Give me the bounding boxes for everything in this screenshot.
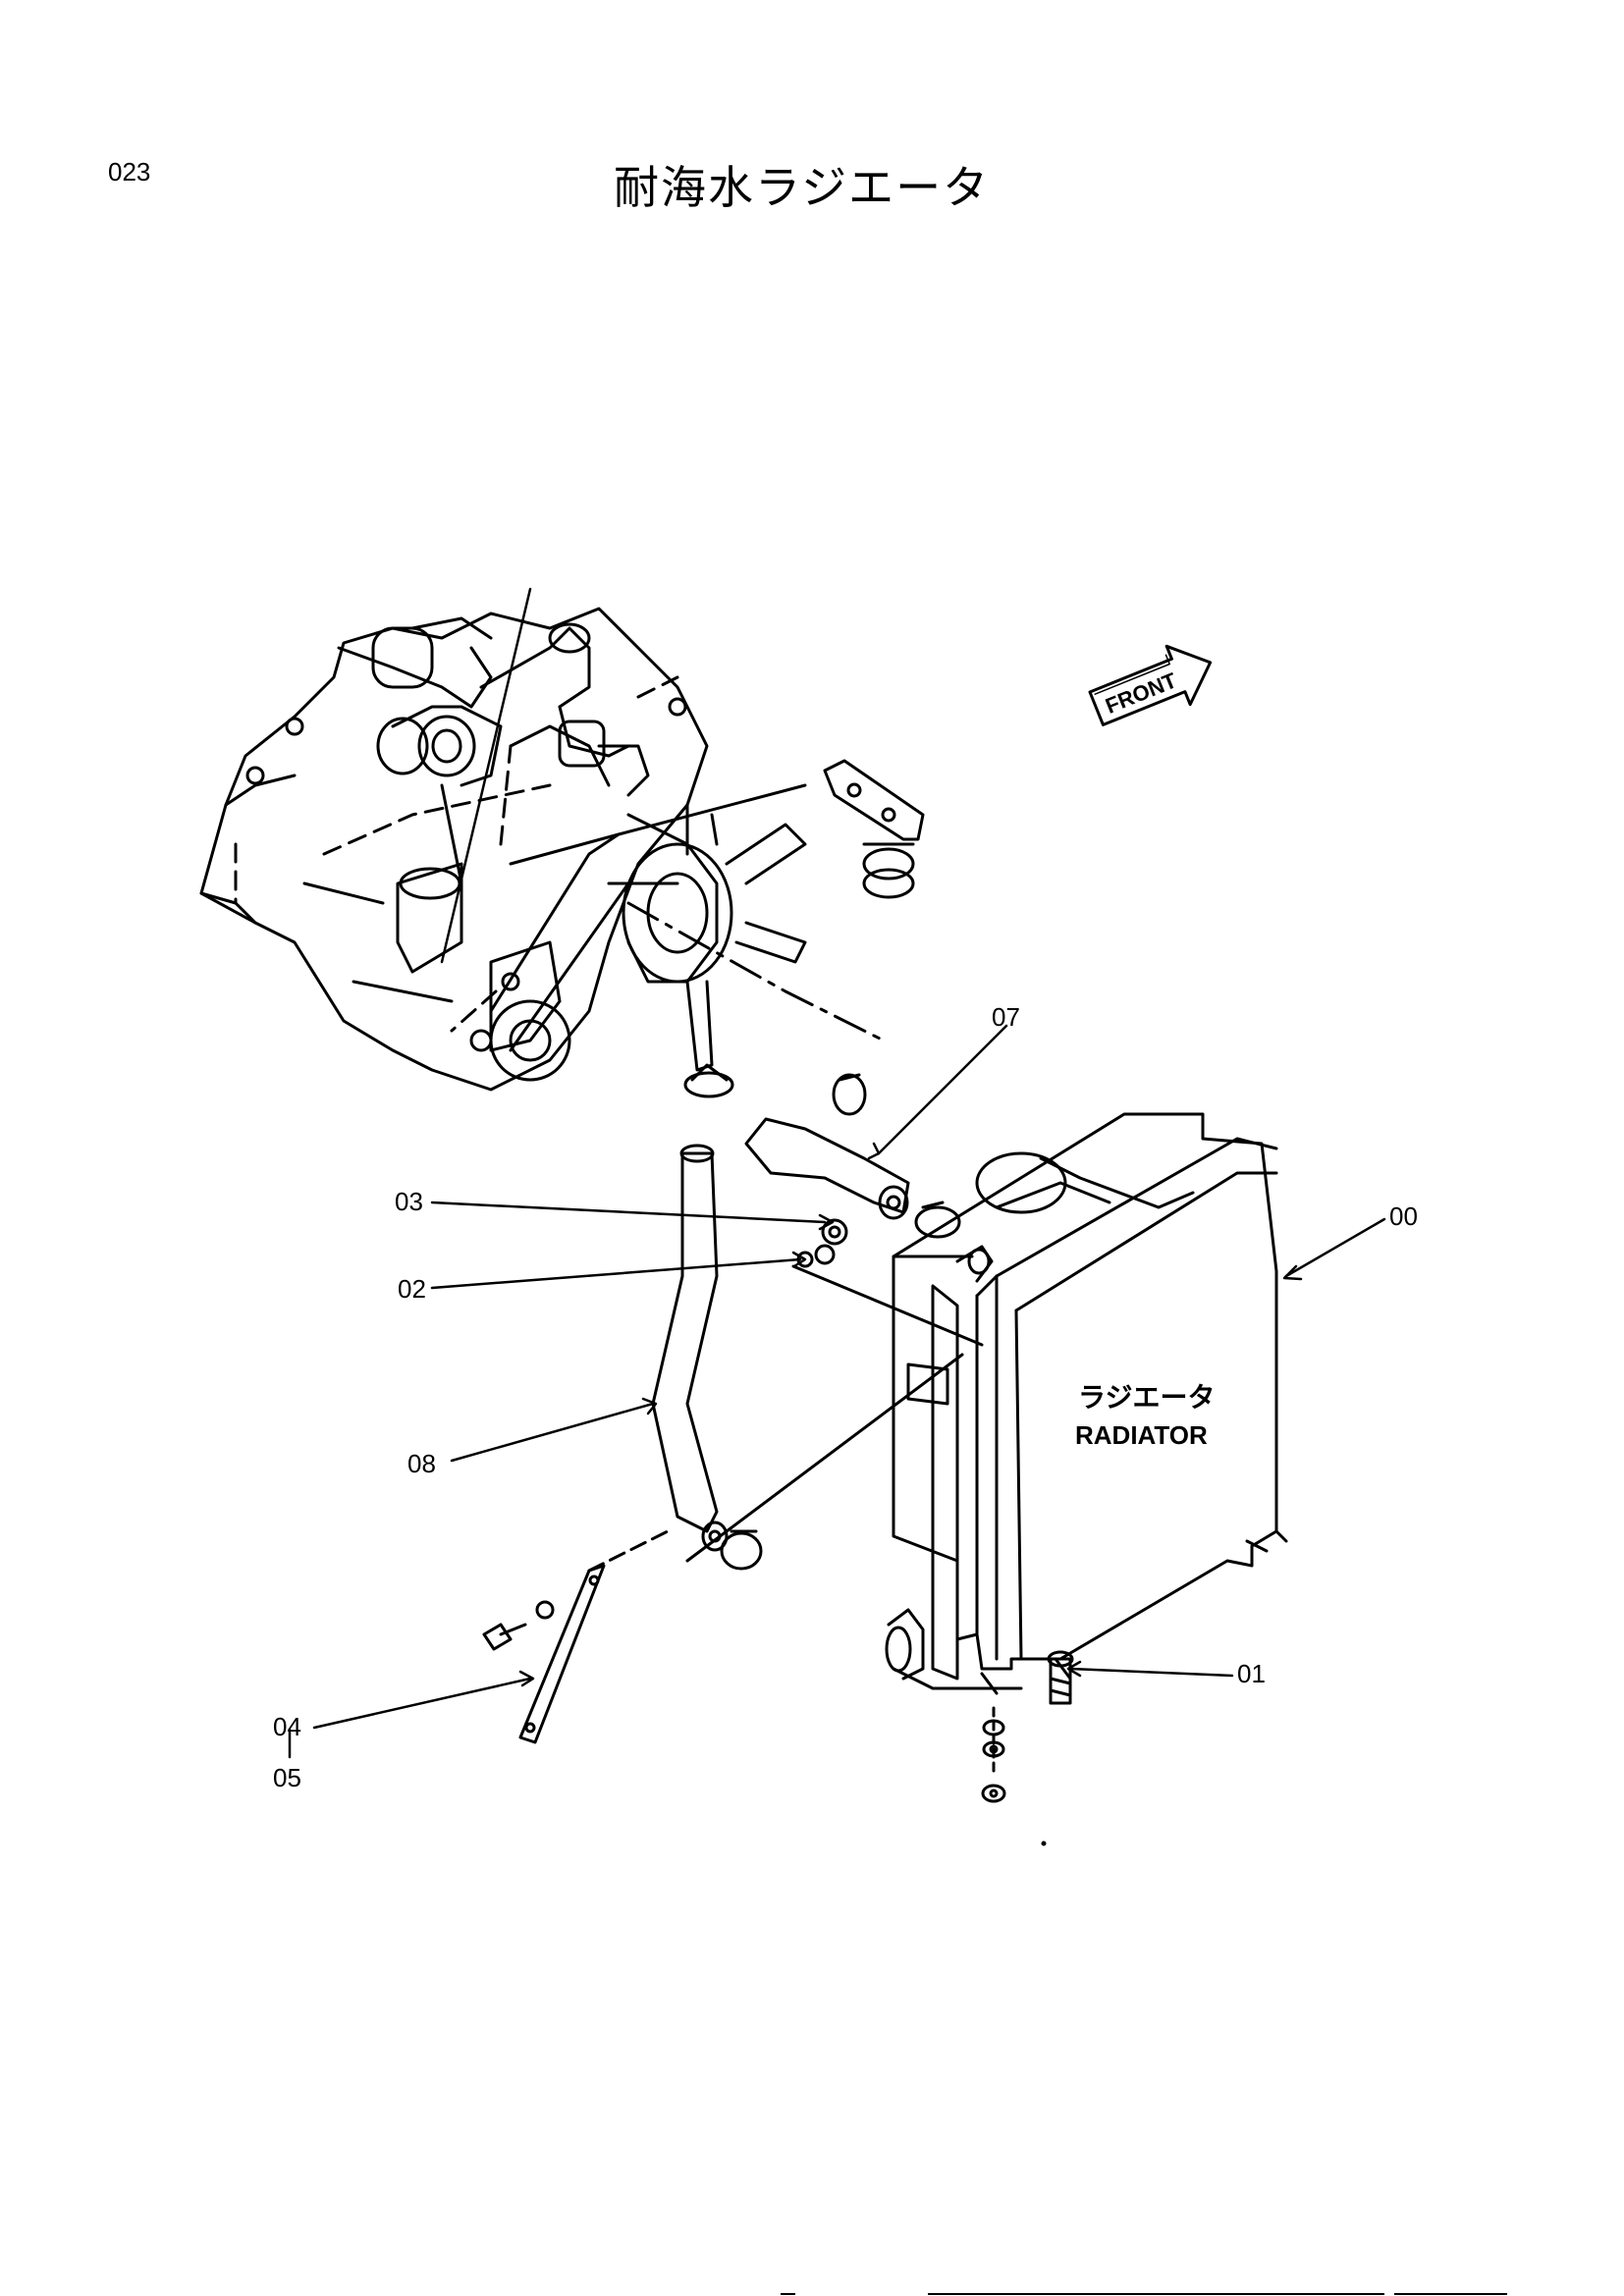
- scan-marks: [781, 1841, 1507, 2295]
- stay-bracket: [482, 1529, 670, 1744]
- radiator: ラジエータ RADIATOR: [885, 1112, 1288, 1803]
- callout-00: 00: [1389, 1201, 1418, 1231]
- callout-03: 03: [395, 1187, 423, 1216]
- leader-lines: [288, 1024, 1386, 1759]
- nut-washer: [685, 1218, 984, 1563]
- upper-hose: [744, 1117, 910, 1220]
- callout-08: 08: [407, 1449, 436, 1478]
- callout-07: 07: [992, 1002, 1020, 1032]
- radiator-label-jp: ラジエータ: [1078, 1382, 1215, 1413]
- radiator-label-en: RADIATOR: [1075, 1420, 1208, 1450]
- callout-02: 02: [398, 1274, 426, 1304]
- hose-clamps: [683, 1063, 961, 1571]
- page-title: 耐海水ラジエータ: [614, 161, 991, 214]
- engine-assembly: [199, 587, 886, 1092]
- lower-hose: [651, 1144, 729, 1552]
- callout-05: 05: [273, 1763, 301, 1792]
- callout-04: 04: [273, 1712, 301, 1741]
- engine-mount: [823, 759, 925, 899]
- page-number: 023: [108, 157, 151, 187]
- callout-01: 01: [1237, 1659, 1266, 1688]
- front-arrow-icon: FRONT: [1088, 644, 1213, 726]
